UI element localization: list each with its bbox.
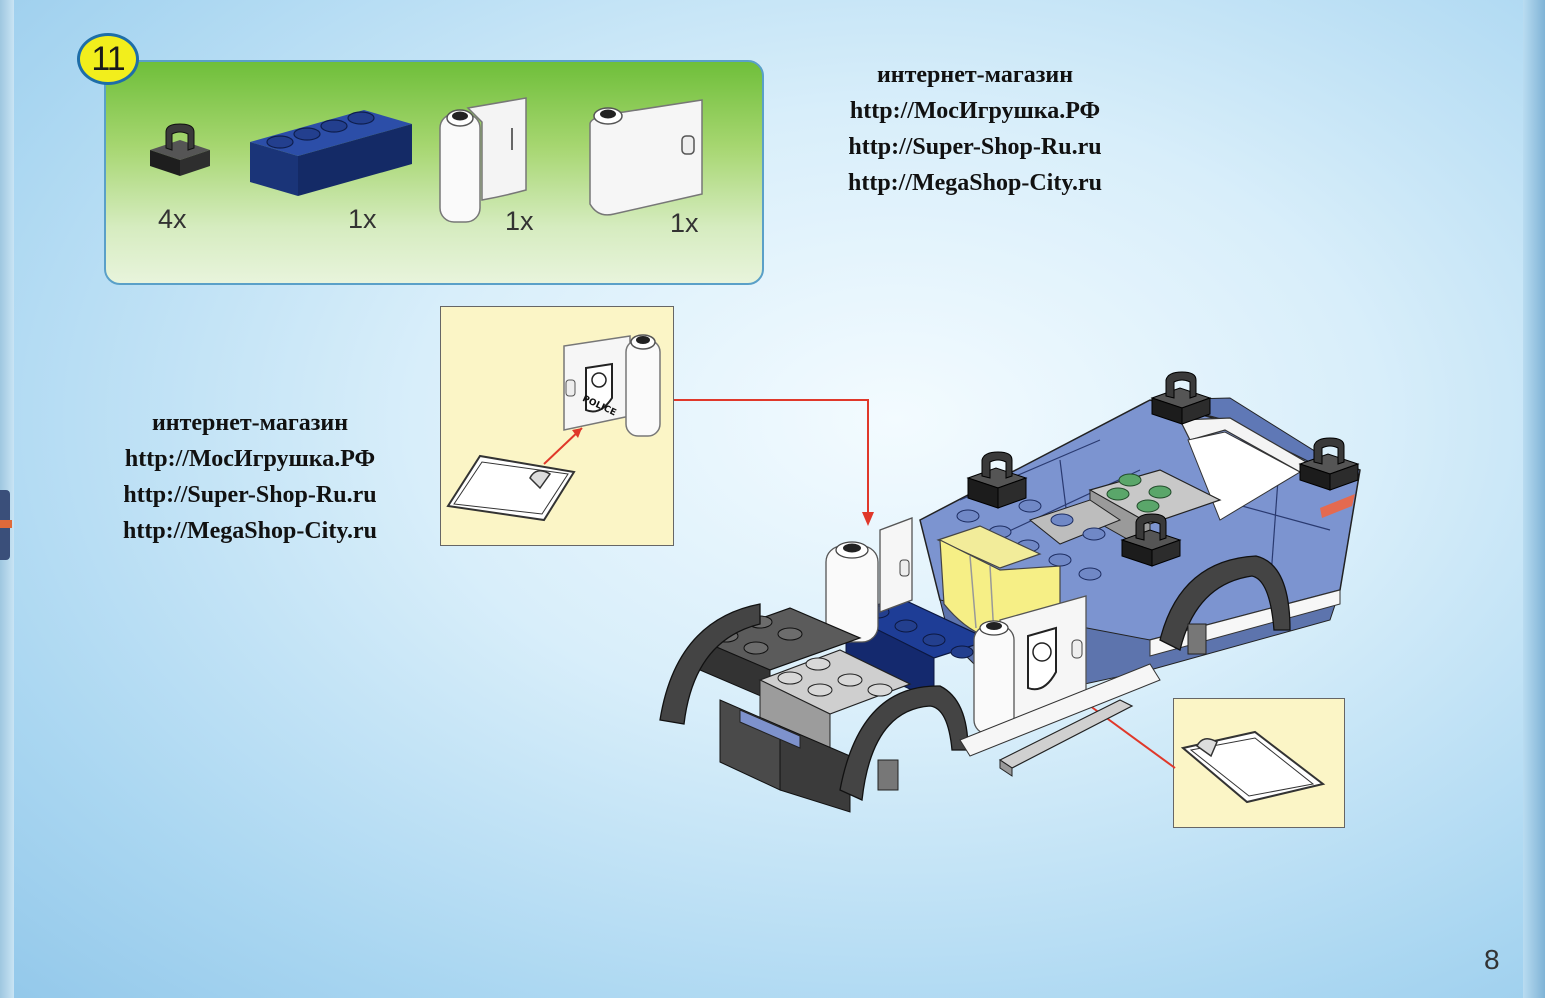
white-door-part-icon <box>439 97 527 223</box>
white-door-part-icon <box>589 99 703 216</box>
shop-watermark-top: интернет-магазин http://МосИгрушка.РФ ht… <box>800 57 1150 201</box>
sticker-door-detail-icon: POLICE <box>446 334 661 522</box>
shop-watermark-left: интернет-магазин http://МосИгрушка.РФ ht… <box>70 405 430 549</box>
watermark-link-1: http://МосИгрушка.РФ <box>849 98 1101 124</box>
step-number-badge: 11 <box>77 33 139 85</box>
watermark-heading: интернет-магазин <box>876 62 1074 88</box>
part-qty: 1x <box>670 208 699 238</box>
part-qty: 4x <box>158 204 187 234</box>
sticker-sheet-icon <box>1180 730 1326 804</box>
black-clip-part-icon <box>150 123 210 176</box>
part-qty: 1x <box>505 206 534 236</box>
watermark-heading: интернет-магазин <box>151 410 349 436</box>
watermark-link-3: http://MegaShop-City.ru <box>122 518 377 544</box>
watermark-link-1: http://МосИгрушка.РФ <box>124 446 376 472</box>
part-qty: 1x <box>348 204 377 234</box>
watermark-link-3: http://MegaShop-City.ru <box>847 170 1102 196</box>
watermark-link-2: http://Super-Shop-Ru.ru <box>123 482 377 508</box>
page-number: 8 <box>1484 944 1500 975</box>
blue-brick-part-icon <box>250 110 412 196</box>
previous-page-edge <box>0 0 14 998</box>
binding-edge <box>1523 0 1545 998</box>
watermark-link-2: http://Super-Shop-Ru.ru <box>848 134 1102 160</box>
